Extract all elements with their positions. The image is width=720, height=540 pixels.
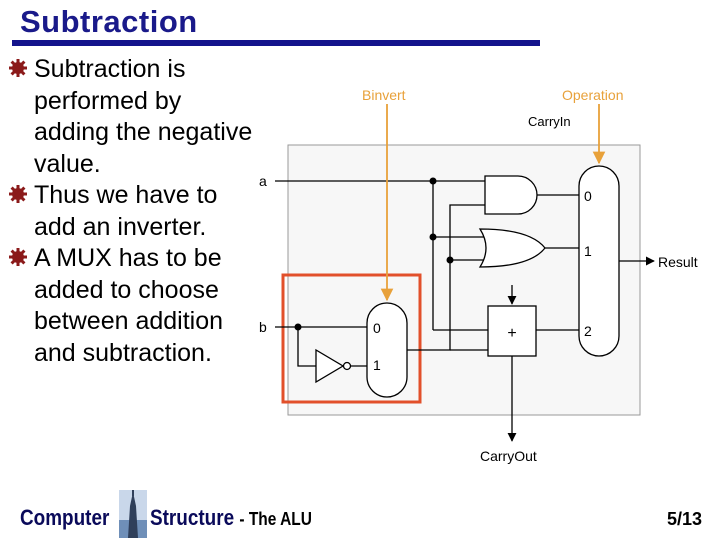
bullet-list: Subtraction is performed by adding the n… (6, 54, 256, 369)
footer-course-left: Computer (20, 505, 110, 530)
and-gate (484, 175, 538, 215)
alu-diagram: 0 1 + 0 1 2 Binvert Operation CarryIn a … (259, 87, 698, 464)
out-mux-1-label: 1 (584, 243, 592, 259)
bullet-text: Thus we have to add an inverter. (34, 181, 218, 241)
gear-bullet-icon (9, 185, 27, 203)
mux-highlight-box (281, 273, 422, 404)
or-gate (478, 228, 546, 268)
mux-input-0-label: 0 (373, 320, 381, 336)
carryout-label: CarryOut (480, 448, 537, 464)
mux-input-1-label: 1 (373, 357, 381, 373)
inverter-gate (315, 348, 345, 384)
binvert-mux (366, 302, 408, 398)
title-underline (12, 40, 540, 46)
bullet-item: Thus we have to add an inverter. (6, 180, 256, 243)
out-mux-0-label: 0 (584, 188, 592, 204)
carryin-label: CarryIn (528, 114, 571, 129)
result-label: Result (658, 254, 698, 270)
adder-block (487, 305, 537, 357)
page-number: 5/13 (667, 509, 703, 529)
adder-symbol: + (507, 325, 516, 342)
input-a-label: a (259, 173, 267, 189)
inverter-bubble (342, 361, 352, 371)
footer-course-right-text: Structure (150, 505, 235, 530)
operation-label: Operation (562, 87, 623, 103)
building-logo-icon (119, 490, 147, 538)
gear-bullet-icon (9, 59, 27, 77)
footer-course-right: Structure - The ALU (150, 505, 312, 531)
out-mux-2-label: 2 (584, 323, 592, 339)
gear-bullet-icon (9, 248, 27, 266)
input-b-label: b (259, 319, 267, 335)
wire-b-inverter (297, 327, 316, 367)
bullet-item: A MUX has to be added to choose between … (6, 243, 256, 369)
bullet-item: Subtraction is performed by adding the n… (6, 54, 256, 180)
binvert-label: Binvert (362, 87, 406, 103)
footer-subtitle: - The ALU (239, 509, 312, 529)
wire-bsel (407, 204, 485, 351)
bullet-text: Subtraction is performed by adding the n… (34, 55, 253, 178)
slide-title: Subtraction (20, 4, 198, 39)
bullet-text: A MUX has to be added to choose between … (34, 244, 224, 367)
